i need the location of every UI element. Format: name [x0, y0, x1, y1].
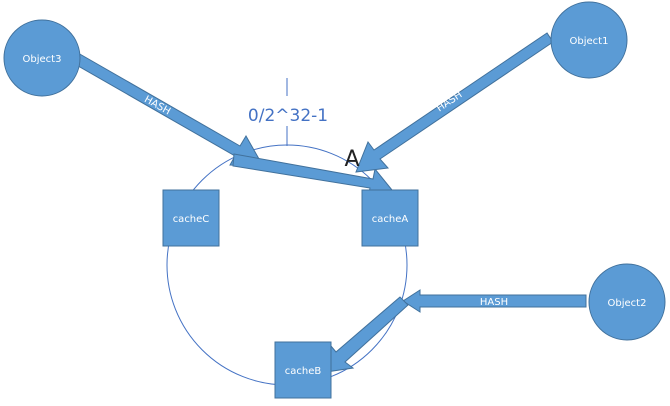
object3-label: Object3 [23, 54, 62, 65]
cachec-node[interactable]: cacheC [162, 189, 220, 247]
cachec-label: cacheC [173, 214, 210, 225]
object1-node[interactable]: Object1 [550, 1, 628, 79]
ring-range-label: 0/2^32-1 [248, 106, 328, 126]
object2-node[interactable]: Object2 [588, 263, 666, 341]
ring-to-cacheb-arrow [325, 296, 409, 373]
cacheb-node[interactable]: cacheB [274, 341, 332, 399]
cachea-node[interactable]: cacheA [361, 189, 419, 247]
object3-hash-label: HASH [142, 94, 172, 117]
object3-node[interactable]: Object3 [3, 19, 81, 97]
ring-marker-a: A [344, 147, 359, 172]
object2-hash-arrow [402, 289, 587, 313]
object2-hash-label: HASH [480, 297, 508, 308]
cacheb-label: cacheB [285, 366, 322, 377]
object2-label: Object2 [608, 298, 647, 309]
object1-label: Object1 [570, 36, 609, 47]
object1-hash-arrow [355, 32, 554, 173]
cachea-label: cacheA [372, 214, 409, 225]
